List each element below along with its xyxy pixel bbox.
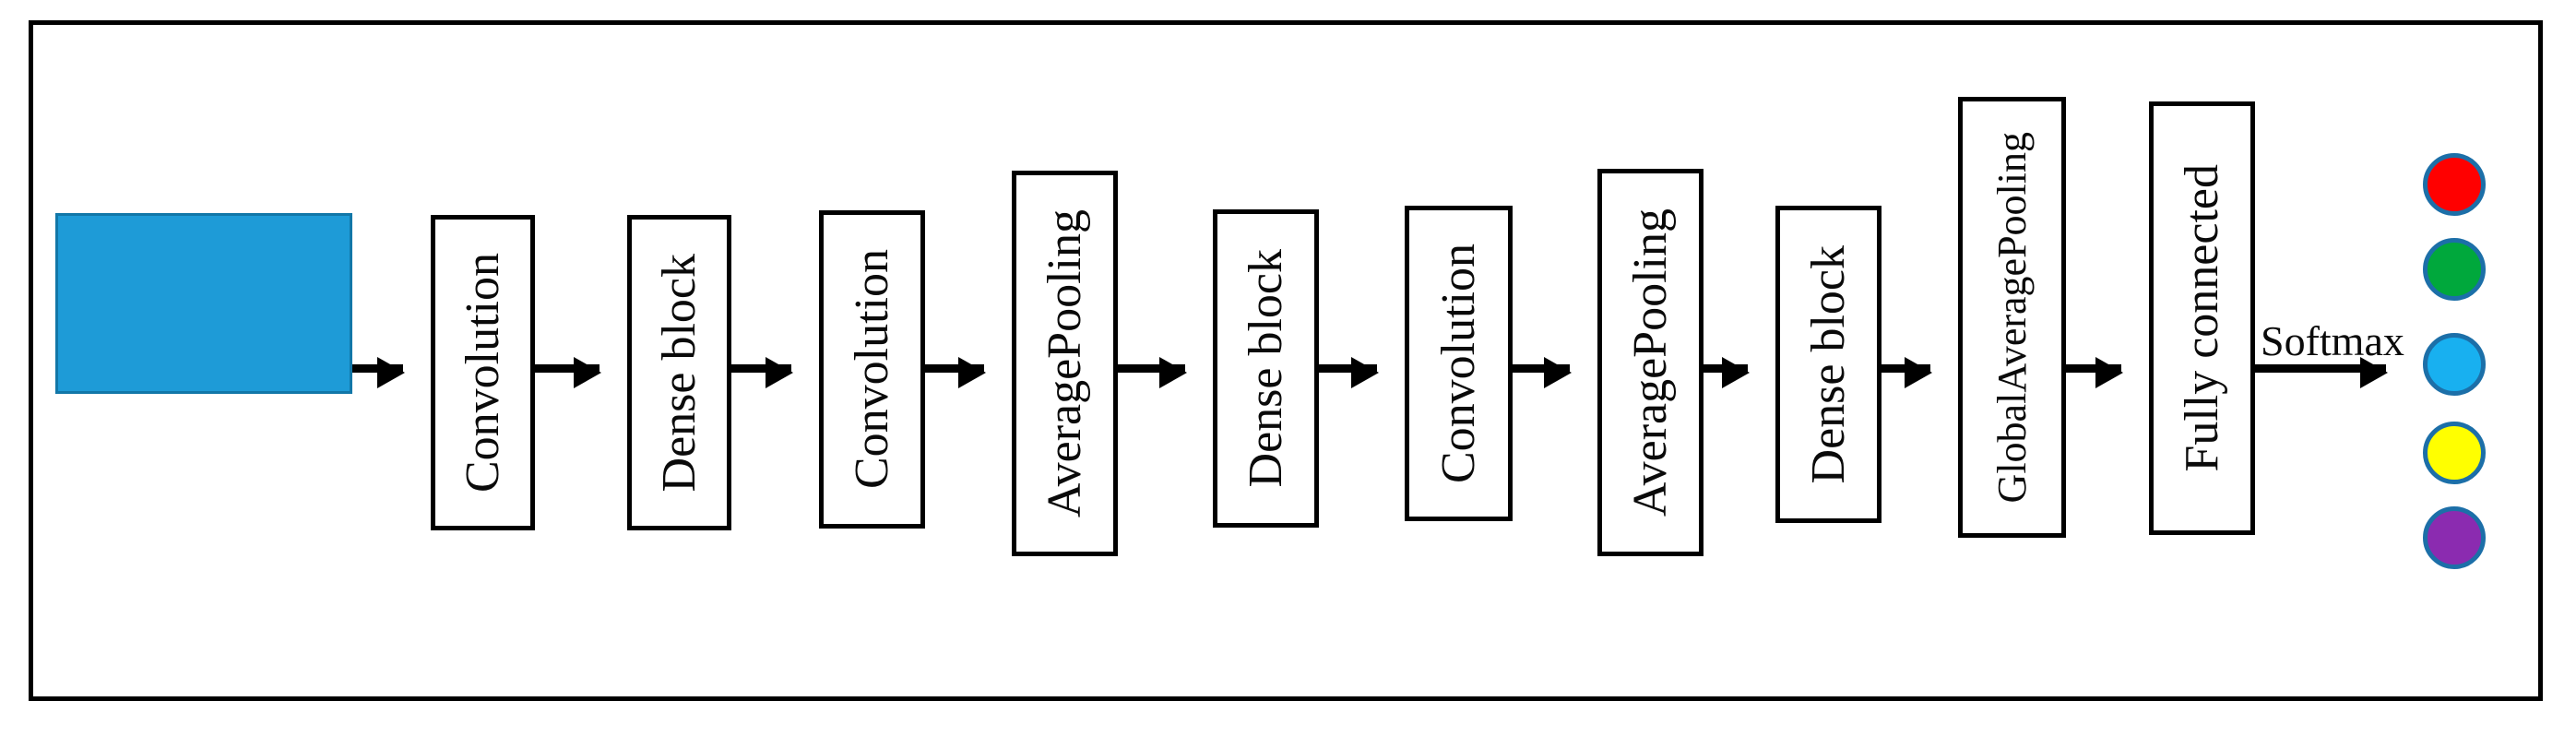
layer-box-conv-1: Convolution bbox=[431, 215, 535, 530]
arrow-gap-fc bbox=[2066, 357, 2123, 388]
arrow-pool1-dense2 bbox=[1118, 357, 1187, 388]
softmax-label: Softmax bbox=[2261, 317, 2404, 364]
arrow-input-conv1 bbox=[352, 357, 405, 388]
layer-label-pool-1: AveragePooling bbox=[1038, 208, 1091, 518]
layer-label-conv-1: Convolution bbox=[456, 252, 509, 493]
layer-box-pool-1: AveragePooling bbox=[1012, 171, 1118, 556]
layer-label-gap: GlobalAveragePooling bbox=[1988, 131, 2035, 504]
layer-box-dense-3: Dense block bbox=[1775, 206, 1882, 523]
arrow-conv3-pool2 bbox=[1513, 357, 1572, 388]
arrow-dense3-gap bbox=[1882, 357, 1932, 388]
layer-box-dense-1: Dense block bbox=[627, 215, 731, 530]
arrow-fc-output bbox=[2255, 357, 2388, 388]
layer-label-dense-1: Dense block bbox=[652, 253, 706, 493]
layer-box-pool-2: AveragePooling bbox=[1597, 169, 1703, 556]
arrow-dense1-conv2 bbox=[731, 357, 793, 388]
output-node-class-5 bbox=[2423, 506, 2486, 569]
layer-label-dense-2: Dense block bbox=[1239, 249, 1292, 488]
arrow-conv2-pool1 bbox=[925, 357, 986, 388]
layer-box-conv-2: Convolution bbox=[819, 210, 925, 529]
arrow-dense2-conv3 bbox=[1319, 357, 1379, 388]
layer-box-gap: GlobalAveragePooling bbox=[1958, 97, 2066, 538]
layer-box-conv-3: Convolution bbox=[1405, 206, 1513, 521]
output-node-class-1 bbox=[2423, 153, 2486, 216]
output-node-class-2 bbox=[2423, 238, 2486, 301]
layer-label-conv-3: Convolution bbox=[1431, 243, 1485, 484]
figure-frame: Convolution Dense block Convolution Average… bbox=[29, 20, 2543, 701]
layer-label-fc: Fully connected bbox=[2175, 164, 2228, 472]
output-node-class-3 bbox=[2423, 333, 2486, 396]
layer-box-fc: Fully connected bbox=[2149, 101, 2255, 535]
input-image-block bbox=[55, 213, 352, 394]
layer-box-dense-2: Dense block bbox=[1213, 209, 1319, 528]
layer-label-dense-3: Dense block bbox=[1801, 244, 1855, 484]
layer-label-conv-2: Convolution bbox=[845, 249, 898, 490]
arrow-conv1-dense1 bbox=[535, 357, 601, 388]
output-node-class-4 bbox=[2423, 422, 2486, 484]
layer-label-pool-2: AveragePooling bbox=[1623, 208, 1677, 517]
arrow-pool2-dense3 bbox=[1703, 357, 1750, 388]
